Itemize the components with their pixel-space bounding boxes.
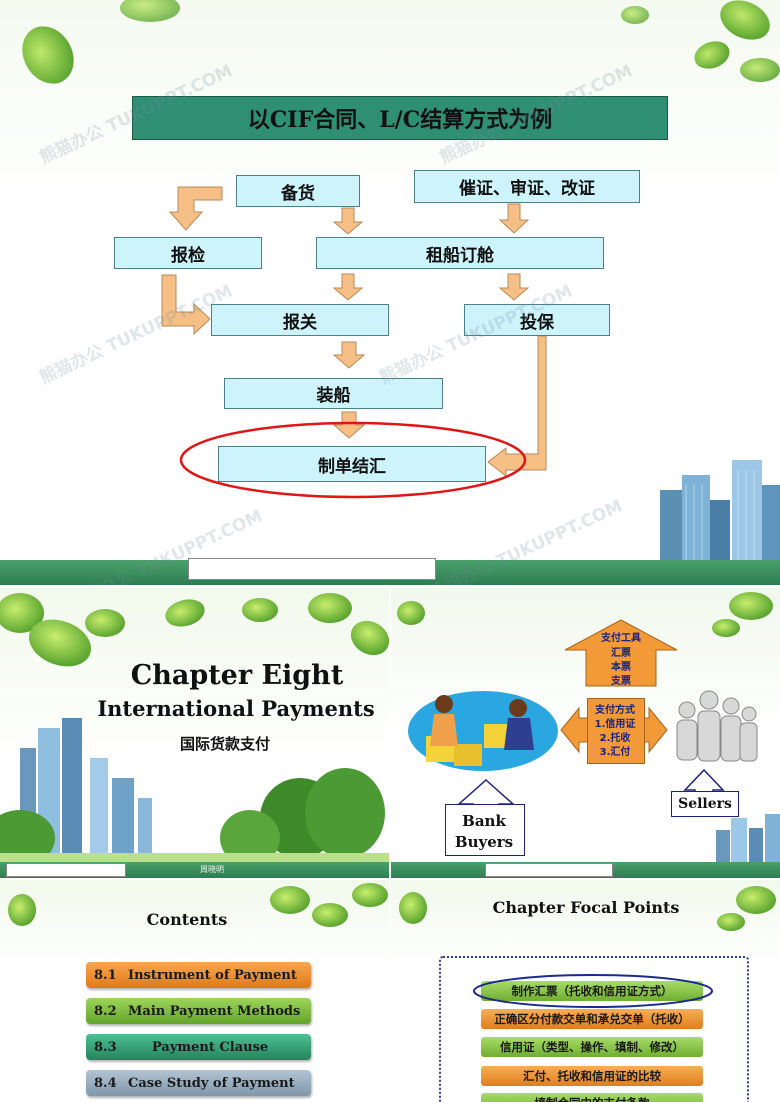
contents-item-8-3[interactable]: 8.3 Payment Clause: [86, 1034, 311, 1060]
sellers-arrow: [683, 768, 725, 792]
slide1-title: 以CIF合同、L/C结算方式为例: [132, 96, 668, 140]
highlight-ellipse: [179, 421, 527, 499]
slide-title: Chapter Eight International Payments 国际货…: [0, 588, 389, 878]
item-number: 8.2: [94, 1003, 117, 1019]
methods-title: 支付方式: [595, 705, 635, 716]
method-item: 2.托收: [599, 733, 631, 744]
bank-label: Bank: [462, 812, 506, 830]
method-item: 1.信用证: [594, 719, 636, 730]
footer-box: [6, 863, 126, 877]
buildings-illustration: [660, 460, 780, 570]
tools-arrow: [564, 619, 678, 687]
slide-flowchart: 以CIF合同、L/C结算方式为例 备货 催证、审证、改证 报检 租船订舱 报关 …: [0, 0, 780, 585]
item-number: 8.1: [94, 967, 117, 983]
author-name: 周晓明: [200, 865, 224, 874]
focal-item[interactable]: 信用证（类型、操作、填制、修改）: [481, 1037, 703, 1057]
slide-divider: [389, 588, 391, 1102]
city-illustration: [0, 718, 389, 868]
contents-item-8-1[interactable]: 8.1 Instrument of Payment: [86, 962, 311, 988]
item-label: Instrument of Payment: [128, 967, 297, 983]
item-label: Payment Clause: [152, 1039, 269, 1055]
box-documents: 制单结汇: [218, 446, 486, 482]
item-number: 8.4: [94, 1075, 117, 1091]
leaf-decoration: [8, 883, 388, 927]
slide-divider: [0, 878, 780, 880]
footer-box: [485, 863, 613, 877]
tools-title: 支付工具: [601, 633, 641, 644]
buildings-illustration: [716, 814, 780, 870]
box-inspection: 报检: [114, 237, 262, 269]
focal-title: Chapter Focal Points: [492, 898, 680, 917]
methods-box: [587, 698, 645, 764]
chapter-subtitle-en: International Payments: [97, 696, 375, 721]
flow-arrows: [161, 186, 547, 478]
contents-item-8-2[interactable]: 8.2 Main Payment Methods: [86, 998, 311, 1024]
sellers-label: Sellers: [671, 791, 739, 817]
buyers-label: Buyers: [454, 833, 514, 851]
leaf-decoration: [399, 886, 776, 931]
bank-buyers-box: [445, 804, 525, 856]
contents-title: Contents: [146, 910, 228, 929]
leaf-decoration: [0, 593, 389, 667]
method-item: 3.汇付: [599, 747, 631, 758]
box-lc-check: 催证、审证、改证: [414, 170, 640, 203]
box-loading: 装船: [224, 378, 443, 409]
focal-item[interactable]: 汇付、托收和信用证的比较: [481, 1066, 703, 1086]
slide-divider: [0, 585, 780, 588]
contents-item-8-4[interactable]: 8.4 Case Study of Payment: [86, 1070, 311, 1096]
focal-item[interactable]: 正确区分付款交单和承兑交单（托收）: [481, 1009, 703, 1029]
bank-arrow: [457, 778, 515, 806]
box-shipping: 租船订舱: [316, 237, 604, 269]
box-insurance: 投保: [464, 304, 610, 336]
focal-highlight-ellipse: [473, 974, 713, 1008]
footer-box: [188, 558, 436, 580]
focal-list-frame: [439, 956, 749, 1102]
chapter-subtitle-cn: 国际货款支付: [179, 735, 270, 753]
chapter-title: Chapter Eight: [130, 660, 344, 691]
focal-item[interactable]: 填制合同中的支付条款: [481, 1093, 703, 1102]
slide-payment-diagram: 支付工具 汇票 本票 支票 支付方式 1.信用证 2.托收 3.汇付 Bank …: [391, 588, 780, 878]
item-label: Main Payment Methods: [128, 1003, 301, 1019]
handshake-illustration: [408, 691, 558, 771]
tool-item: 汇票: [611, 648, 631, 659]
sellers-illustration: [676, 690, 758, 762]
box-customs: 报关: [211, 304, 389, 336]
item-label: Case Study of Payment: [128, 1075, 295, 1091]
item-number: 8.3: [94, 1039, 117, 1055]
leaf-decoration: [397, 592, 773, 637]
tool-item: 支票: [611, 676, 631, 687]
slide-contents: Contents 8.1 Instrument of Payment 8.2 M…: [0, 880, 389, 1102]
tool-item: 本票: [611, 662, 631, 673]
slide-focal-points: Chapter Focal Points 制作汇票（托收和信用证方式） 正确区分…: [391, 880, 780, 1102]
box-stock: 备货: [236, 175, 360, 207]
focal-item[interactable]: 制作汇票（托收和信用证方式）: [481, 981, 703, 1001]
leaf-decoration: [22, 0, 780, 84]
